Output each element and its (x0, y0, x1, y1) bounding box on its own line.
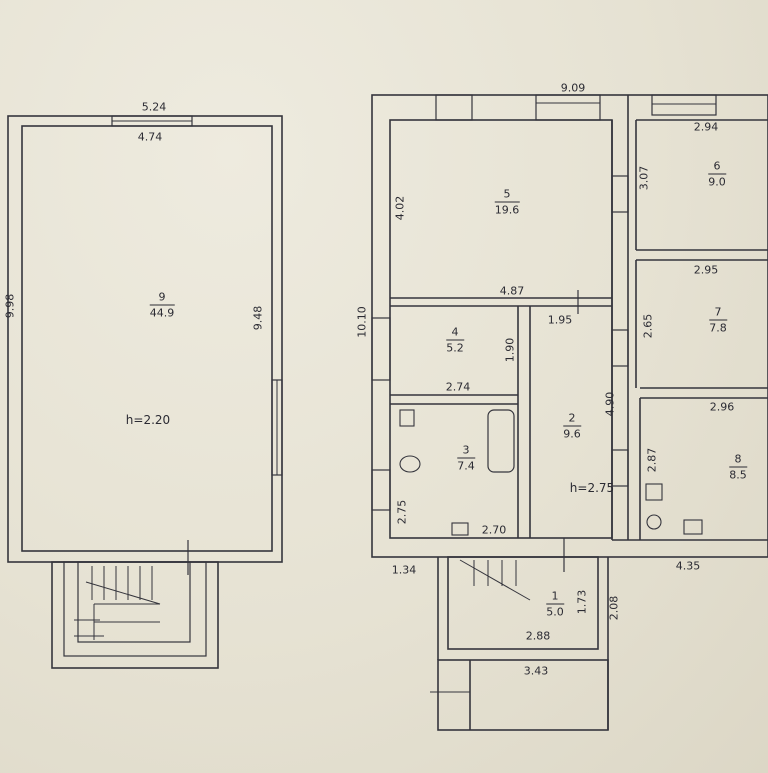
dim-room6-height: 3.07 (637, 165, 651, 191)
bathtub (487, 409, 515, 473)
room-2-label: 2 9.6 (563, 413, 581, 440)
room-6-label: 6 9.0 (708, 161, 726, 188)
left-stair-treads (74, 566, 161, 640)
dim-right-top-total: 9.09 (560, 81, 586, 95)
room-5-label: 5 19.6 (494, 189, 520, 217)
window-room5-b (535, 94, 601, 121)
dim-room8-width: 2.96 (709, 400, 735, 414)
room-8-number: 8 (729, 454, 747, 468)
window-room6 (651, 94, 717, 116)
room-7-area: 7.8 (709, 321, 727, 335)
room-1-area: 5.0 (546, 605, 564, 619)
dim-left-inner-height: 9.48 (251, 305, 265, 331)
dim-wall-2-74: 2.74 (445, 380, 471, 394)
dim-right-left-total: 10.10 (355, 306, 369, 338)
room-7-number: 7 (709, 307, 727, 321)
dim-room3-height: 2.75 (395, 499, 409, 525)
left-plan-outer-wall (7, 115, 283, 563)
dim-porch-offset: 1.34 (391, 563, 417, 577)
dim-room4-height: 1.90 (503, 337, 517, 363)
room-3-label: 3 7.4 (457, 445, 475, 472)
dim-room6-width: 2.94 (693, 120, 719, 134)
dim-room1-width: 2.88 (525, 629, 551, 643)
room-9-label: 9 44.9 (149, 292, 175, 320)
room-4-label: 4 5.2 (446, 327, 464, 354)
dim-wall-1-95: 1.95 (547, 313, 573, 327)
dim-room7-width: 2.95 (693, 263, 719, 277)
left-stair-block (51, 561, 219, 669)
window-room5-a (435, 94, 473, 121)
room-2-area: 9.6 (563, 427, 581, 441)
room-3-area: 7.4 (457, 459, 475, 473)
window-room4 (371, 317, 391, 381)
room-4-number: 4 (446, 327, 464, 341)
porch-stair-treads (430, 559, 531, 693)
room-5-area: 19.6 (494, 203, 520, 217)
dim-left-outer-height: 9.98 (3, 293, 17, 319)
room-5-number: 5 (494, 189, 520, 203)
stove (645, 483, 663, 501)
room-3-number: 3 (457, 445, 475, 459)
toilet (399, 455, 421, 473)
dim-room7-height: 2.65 (641, 313, 655, 339)
porch-inner (447, 556, 599, 650)
room-9-number: 9 (149, 292, 175, 306)
right-ceiling-height: h=2.75 (569, 481, 615, 495)
dim-wall-2-70: 2.70 (481, 523, 507, 537)
room-7-label: 7 7.8 (709, 307, 727, 334)
room-9-area: 44.9 (149, 306, 175, 320)
room-6-number: 6 (708, 161, 726, 175)
room-8-area: 8.5 (729, 468, 747, 482)
room-2-number: 2 (563, 413, 581, 427)
left-plan-inner-wall (21, 125, 273, 552)
room-1-number: 1 (546, 591, 564, 605)
dim-left-top-outer: 5.24 (141, 100, 167, 114)
dim-porch-height: 2.08 (607, 595, 621, 621)
dim-wall-4-87: 4.87 (499, 284, 525, 298)
dim-room8-height: 2.87 (645, 447, 659, 473)
window-room3 (371, 469, 391, 511)
dim-room1-height: 1.73 (575, 589, 589, 615)
dim-porch-width: 3.43 (523, 664, 549, 678)
dim-room5-height: 4.02 (393, 195, 407, 221)
left-ceiling-height: h=2.20 (125, 413, 171, 427)
right-plan-inner-wall (389, 119, 613, 539)
room-8-label: 8 8.5 (729, 454, 747, 481)
room-4-area: 5.2 (446, 341, 464, 355)
dim-room2-height: 4.90 (603, 391, 617, 417)
dim-right-bottom: 4.35 (675, 559, 701, 573)
dim-left-top-inner: 4.74 (137, 130, 163, 144)
room-6-area: 9.0 (708, 175, 726, 189)
room-1-label: 1 5.0 (546, 591, 564, 618)
